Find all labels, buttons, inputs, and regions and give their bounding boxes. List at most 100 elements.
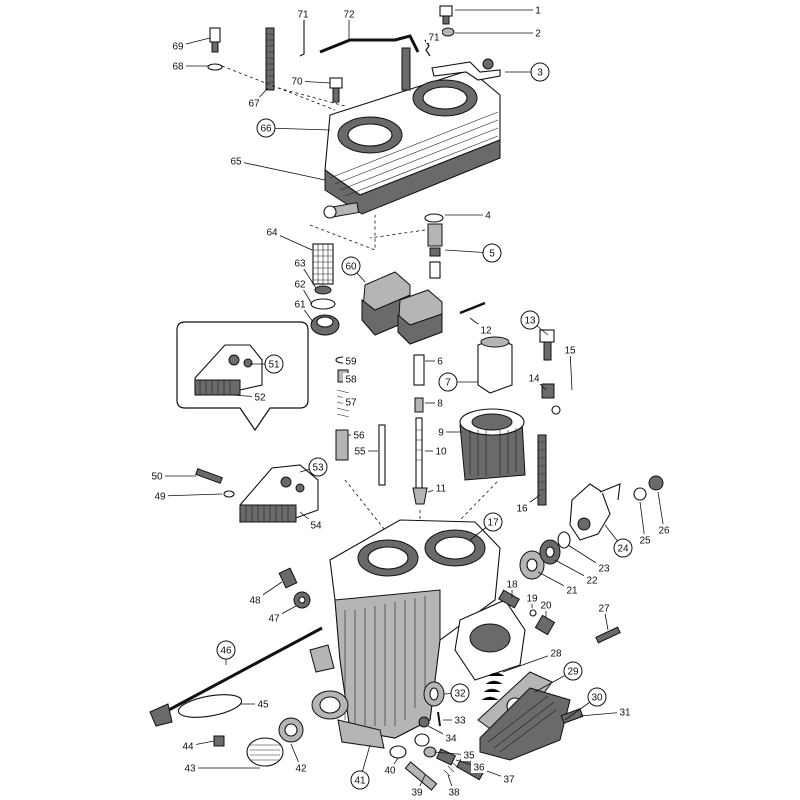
main-body bbox=[309, 519, 526, 749]
label-circle-46 bbox=[216, 640, 236, 660]
part-number-38: 38 bbox=[448, 788, 460, 799]
label-backing-39 bbox=[409, 786, 425, 798]
part-number-37: 37 bbox=[503, 775, 515, 786]
label-backing-27 bbox=[596, 602, 612, 614]
part-number-16: 16 bbox=[516, 504, 528, 515]
label-backing-48 bbox=[247, 594, 263, 606]
label-backing-16 bbox=[514, 502, 530, 514]
part-label-53: 53 bbox=[308, 457, 328, 477]
label-backing-62 bbox=[292, 278, 308, 290]
part-label-30: 30 bbox=[587, 687, 607, 707]
label-backing-54 bbox=[308, 519, 324, 531]
part-number-54: 54 bbox=[310, 521, 322, 532]
part-label-8: 8 bbox=[435, 397, 445, 410]
leader-line-15 bbox=[569, 349, 573, 391]
part-number-31: 31 bbox=[619, 708, 631, 719]
label-backing-69 bbox=[170, 40, 186, 52]
label-backing-63 bbox=[292, 257, 308, 269]
part-number-30: 30 bbox=[591, 693, 603, 704]
part-label-44: 44 bbox=[180, 740, 196, 753]
part-label-65: 65 bbox=[228, 155, 244, 168]
label-backing-50 bbox=[149, 470, 165, 482]
label-backing-31 bbox=[617, 706, 633, 718]
label-backing-14 bbox=[526, 372, 542, 384]
part-label-41: 41 bbox=[350, 770, 370, 790]
label-backing-12 bbox=[478, 324, 494, 336]
part-label-31: 31 bbox=[617, 706, 633, 719]
label-backing-21 bbox=[564, 584, 580, 596]
part-number-46: 46 bbox=[220, 646, 232, 657]
label-circle-13 bbox=[520, 310, 540, 330]
part-number-39: 39 bbox=[411, 788, 423, 799]
part-number-57: 57 bbox=[345, 398, 357, 409]
part-number-14: 14 bbox=[528, 374, 540, 385]
part-number-65: 65 bbox=[230, 157, 242, 168]
part-number-20: 20 bbox=[540, 601, 552, 612]
label-circle-51 bbox=[264, 354, 284, 374]
part-number-33: 33 bbox=[454, 716, 466, 727]
label-backing-36 bbox=[471, 761, 487, 773]
part-label-64: 64 bbox=[264, 226, 280, 239]
fuel-filter-set bbox=[310, 243, 340, 336]
label-circle-41 bbox=[350, 770, 370, 790]
part-number-17: 17 bbox=[487, 518, 499, 529]
part-label-26: 26 bbox=[656, 524, 672, 537]
part-number-58: 58 bbox=[345, 375, 357, 386]
part-number-48: 48 bbox=[249, 596, 261, 607]
label-circle-30 bbox=[587, 687, 607, 707]
label-backing-22 bbox=[584, 574, 600, 586]
label-circle-32 bbox=[450, 683, 470, 703]
part-label-68: 68 bbox=[170, 60, 186, 73]
float-assembly bbox=[361, 271, 486, 345]
label-backing-1 bbox=[533, 4, 543, 16]
label-backing-52 bbox=[252, 391, 268, 403]
label-backing-55 bbox=[352, 445, 368, 457]
dashed-guides bbox=[221, 65, 498, 531]
label-backing-26 bbox=[656, 524, 672, 536]
leader-line-28 bbox=[502, 652, 557, 673]
part-label-37: 37 bbox=[501, 773, 517, 786]
leader-line-49 bbox=[159, 493, 223, 497]
part-number-72: 72 bbox=[343, 10, 355, 21]
part-number-44: 44 bbox=[182, 742, 194, 753]
part-label-51: 51 bbox=[264, 354, 284, 374]
label-circle-24 bbox=[613, 538, 633, 558]
part-number-35: 35 bbox=[463, 751, 475, 762]
label-backing-25 bbox=[637, 534, 653, 546]
label-backing-42 bbox=[293, 762, 309, 774]
part-number-59: 59 bbox=[345, 357, 357, 368]
part-label-46: 46 bbox=[216, 640, 236, 660]
part-number-69: 69 bbox=[172, 42, 184, 53]
part-number-19: 19 bbox=[526, 594, 538, 605]
choke-items bbox=[477, 329, 561, 415]
label-backing-18 bbox=[504, 578, 520, 590]
part-label-9: 9 bbox=[436, 426, 446, 439]
part-label-67: 67 bbox=[246, 97, 262, 110]
part-number-45: 45 bbox=[257, 700, 269, 711]
part-number-13: 13 bbox=[524, 316, 536, 327]
part-number-55: 55 bbox=[354, 447, 366, 458]
label-circle-60 bbox=[341, 256, 361, 276]
part-number-24: 24 bbox=[617, 544, 629, 555]
part-number-11: 11 bbox=[436, 484, 447, 495]
part-label-6: 6 bbox=[435, 355, 445, 368]
leader-line-25 bbox=[639, 501, 646, 541]
inset-detail bbox=[176, 321, 309, 432]
part-label-27: 27 bbox=[596, 602, 612, 615]
part-label-36: 36 bbox=[471, 761, 487, 774]
label-circle-3 bbox=[530, 62, 550, 82]
label-backing-15 bbox=[562, 344, 578, 356]
part-number-22: 22 bbox=[586, 576, 598, 587]
part-number-8: 8 bbox=[437, 399, 443, 410]
part-label-20: 20 bbox=[538, 599, 554, 612]
part-label-62: 62 bbox=[292, 278, 308, 291]
part-label-55: 55 bbox=[352, 445, 368, 458]
part-number-47: 47 bbox=[268, 614, 280, 625]
label-backing-4 bbox=[483, 209, 493, 221]
part-label-11: 11 bbox=[433, 482, 449, 495]
part-label-2: 2 bbox=[533, 27, 543, 40]
part-number-23: 23 bbox=[598, 564, 610, 575]
part-number-28: 28 bbox=[550, 649, 562, 660]
part-label-22: 22 bbox=[584, 574, 600, 587]
part-label-56: 56 bbox=[351, 429, 367, 442]
